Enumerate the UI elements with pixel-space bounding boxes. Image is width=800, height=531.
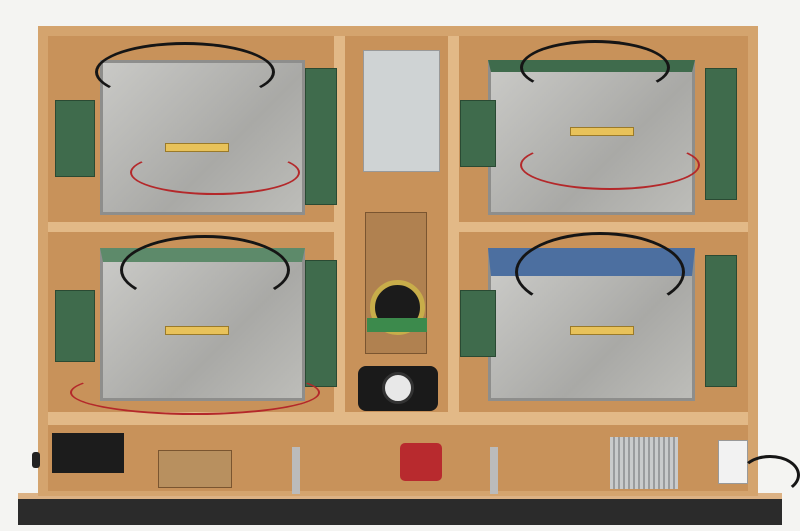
controller-board — [705, 255, 737, 387]
power-button — [32, 452, 40, 468]
sensor-board — [400, 443, 442, 481]
shelf-bottom — [48, 412, 748, 425]
single-board-computer — [55, 290, 95, 362]
power-supply — [363, 50, 440, 172]
ac-power-supply — [610, 437, 678, 489]
single-board-computer — [460, 290, 496, 357]
speaker-cone — [382, 372, 414, 404]
cable — [520, 140, 700, 190]
controller-board — [305, 260, 337, 387]
divider-left — [334, 36, 345, 414]
cable — [120, 235, 290, 305]
cable — [515, 232, 685, 312]
bracket — [490, 447, 498, 494]
power-cord — [740, 455, 800, 495]
bracket — [292, 447, 300, 494]
shelf-left — [48, 222, 338, 232]
controller-board — [305, 68, 337, 205]
cable — [130, 150, 300, 195]
amplifier-box — [52, 433, 124, 473]
led-strip — [570, 326, 634, 335]
divider-right — [448, 36, 459, 414]
speaker-board — [367, 318, 427, 332]
base-board — [18, 493, 782, 525]
single-board-computer — [55, 100, 95, 177]
cable — [520, 40, 670, 95]
led-strip — [570, 127, 634, 136]
single-board-computer — [460, 100, 496, 167]
shelf-right — [456, 222, 748, 232]
cable — [70, 370, 320, 415]
terminal-board — [158, 450, 232, 488]
controller-board — [705, 68, 737, 200]
led-strip — [165, 326, 229, 335]
cable — [95, 42, 275, 102]
